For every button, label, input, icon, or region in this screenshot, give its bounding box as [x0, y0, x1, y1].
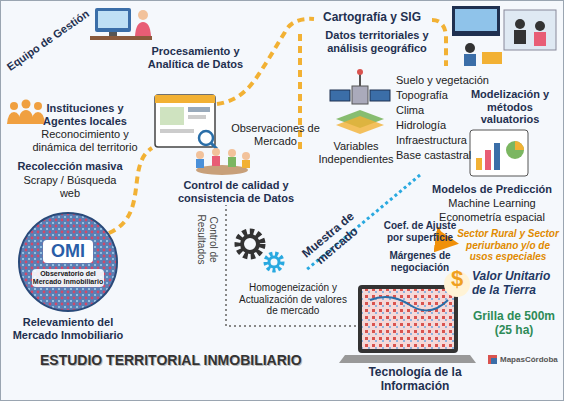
flow-path — [432, 20, 446, 66]
chart-icon — [470, 130, 528, 176]
adjust-note: Márgenes de negociación — [378, 250, 462, 273]
omi-logo-text: OMI — [43, 240, 93, 263]
station-text: Homogeneización y Actualización de valor… — [233, 282, 353, 317]
station-heading: Instituciones y Agentes locales — [32, 102, 138, 127]
station-heading: Recolección masiva — [15, 160, 125, 173]
logo-mark — [488, 355, 497, 364]
team-illustration — [196, 148, 250, 175]
diagram-title: ESTUDIO TERRITORIAL INMOBILIARIO — [40, 352, 302, 368]
omi-circle: OMI Observatorio del Mercado Inmobiliario… — [18, 212, 118, 312]
result-heading: Valor Unitario de la Tierra — [472, 270, 558, 298]
station-text: Reconocimiento y dinámica del territorio — [25, 128, 145, 153]
section-subheading: Datos territoriales y análisis geográfic… — [312, 29, 442, 54]
dollar-symbol: $ — [444, 266, 470, 291]
station-text: Observaciones de Mercado — [228, 122, 323, 147]
variable-item: Base castastral — [396, 149, 496, 162]
section-heading: Tecnología de la Información — [356, 366, 474, 394]
section-heading: Modelización y métodos valuatorios — [462, 88, 558, 126]
section-heading: Procesamiento y Analítica de Datos — [138, 45, 253, 70]
people-icon — [7, 100, 45, 125]
line-label: Control de Resultados — [196, 205, 219, 275]
team-collage — [452, 6, 556, 66]
observatory-name: Observatorio del Mercado Inmobiliario — [32, 269, 104, 287]
section-heading: Cartografía y SIG — [316, 11, 428, 25]
station-text: Scrapy / Búsqueda web — [15, 174, 125, 199]
grid-note: Grilla de 500m (25 ha) — [466, 310, 562, 338]
station-text: Machine Learning — [432, 197, 552, 210]
desk-illustration — [90, 8, 152, 40]
variable-item: Suelo y vegetación — [396, 74, 496, 87]
station-text: Variables Independientes — [310, 140, 402, 165]
node-heading: Relevamiento del Mercado Inmobiliario — [3, 316, 133, 341]
gears-icon — [238, 232, 282, 270]
station-heading: Modelos de Predicción — [432, 183, 552, 196]
station-heading: Control de calidad y consistencia de Dat… — [166, 179, 306, 204]
variable-item: Infraestructura — [396, 134, 496, 147]
logo-text: MapasCórdoba — [500, 355, 560, 364]
browser-illustration — [155, 95, 217, 149]
adjust-note: Coef. de Ajuste por superficie — [378, 220, 462, 243]
sector-note: Sector Rural y Sector periurbano y/o de … — [454, 228, 562, 263]
satellite-illustration — [330, 69, 390, 134]
